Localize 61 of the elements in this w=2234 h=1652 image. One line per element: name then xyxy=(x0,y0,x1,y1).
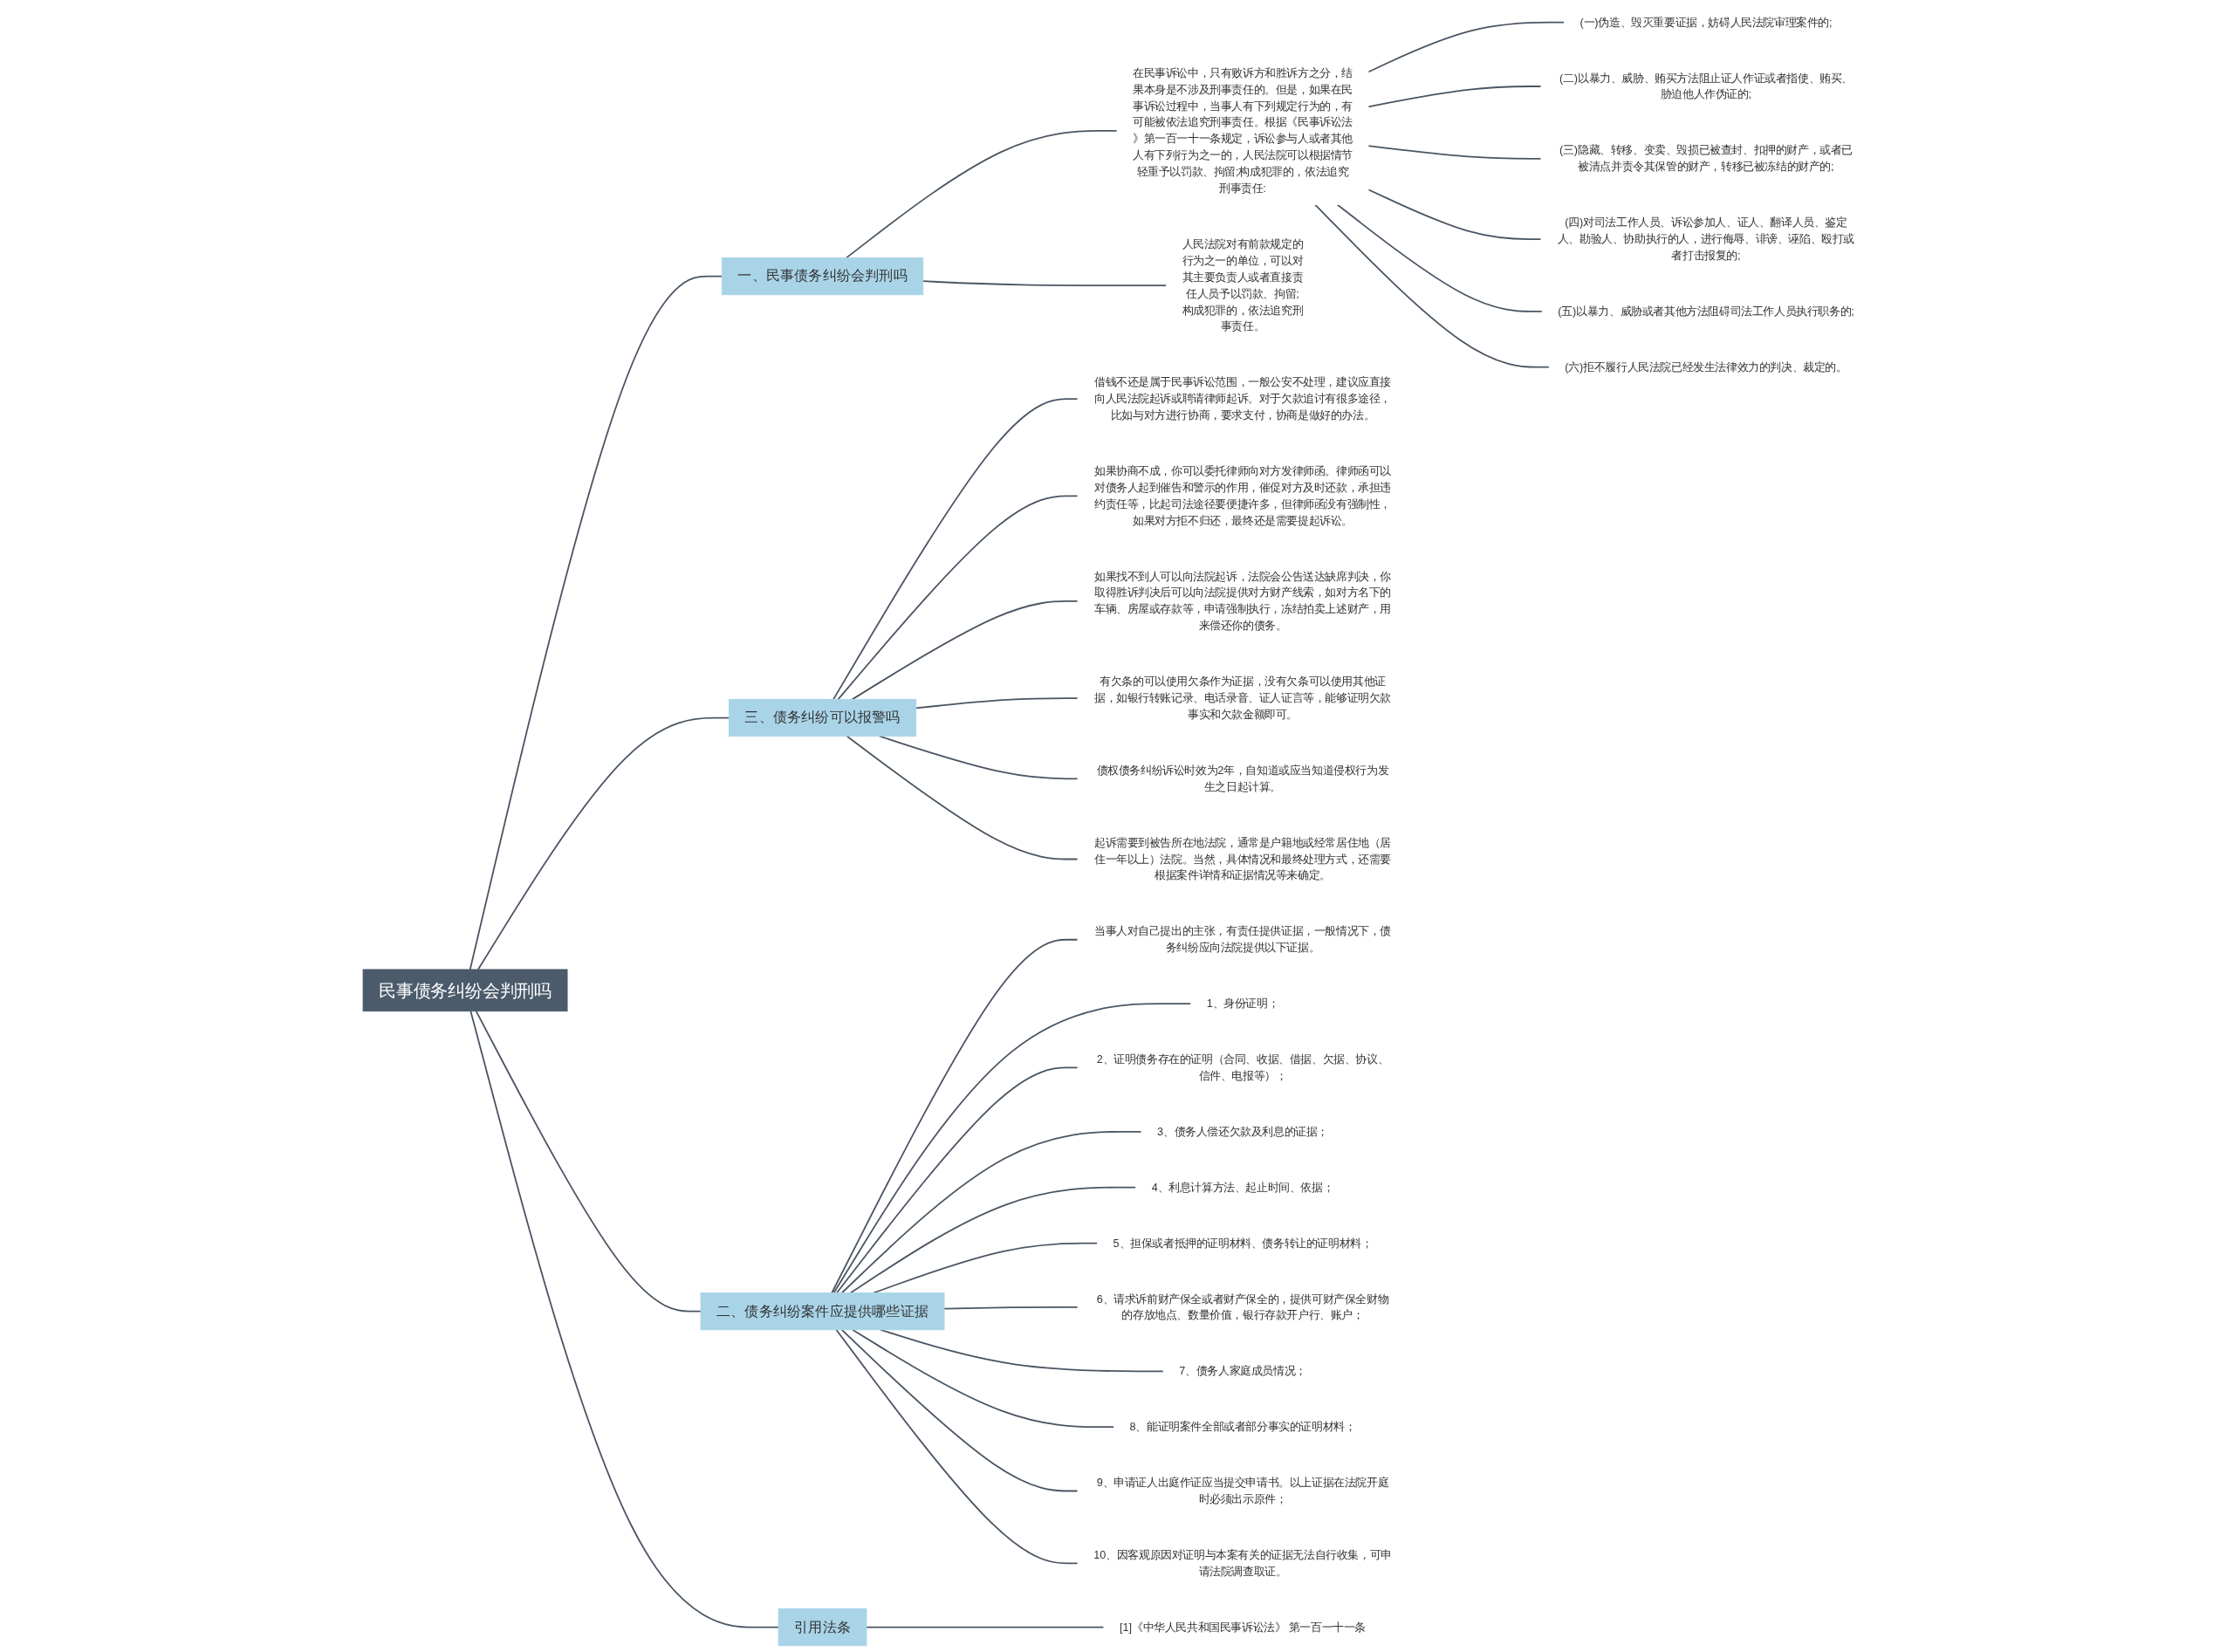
connector xyxy=(943,1306,1079,1310)
connector xyxy=(849,1186,1137,1294)
node-box: 民事债务纠纷会判刑吗 xyxy=(362,969,568,1012)
connector xyxy=(469,275,723,970)
node-text: (五)以暴力、威胁或者其他方法阻碍司法工作人员执行职务的; xyxy=(1558,305,1854,318)
connector xyxy=(833,398,1079,701)
connector xyxy=(1314,203,1551,368)
node-text: 8、能证明案件全部或者部分事实的证明材料； xyxy=(1129,1420,1356,1433)
node-text: 借钱不还是属于民事诉讼范围，一般公安不处理，建议应直接向人民法院起诉或聘请律师起诉。对于欠款追讨有很多途径，比如与对方进行协商，要求支付，协商是做好的办法。 xyxy=(1093,375,1392,422)
connector xyxy=(835,1328,1079,1565)
node-box: 一、民事债务纠纷会判刑吗 xyxy=(721,257,924,296)
connector xyxy=(469,1010,780,1628)
connector xyxy=(851,600,1079,701)
node-box: 二、债务纠纷案件应提供哪些证据 xyxy=(700,1292,945,1331)
connector xyxy=(1336,203,1544,312)
node-text: 如果协商不成，你可以委托律师向对方发律师函。律师函可以对债务人起到催告和警示的作用，催促对方及时还款，承担违约责任等，比起司法途径要便捷许多，但律师函没有强制性，如果对方拒不归还，最终还是需要提起诉讼。 xyxy=(1093,464,1392,527)
node-text: (六)拒不履行人民法院已经发生法律效力的判决、裁定的。 xyxy=(1565,360,1847,374)
connector xyxy=(880,1328,1165,1373)
connector xyxy=(866,1626,1105,1628)
node-text: 债权债务纠纷诉讼时效为2年，自知道或应当知道侵权行为发生之日起计算。 xyxy=(1096,764,1389,793)
connector xyxy=(922,280,1168,286)
connector xyxy=(873,1242,1099,1294)
node-text: 5、担保或者抵押的证明材料、债务转让的证明材料； xyxy=(1113,1236,1373,1250)
node-text: 6、请求诉前财产保全或者财产保全的，提供可财产保全财物的存放地点、数量价值，银行存款开户行、账户； xyxy=(1096,1292,1389,1322)
node-text: [1]《中华人民共和国民事诉讼法》 第一百一十一条 xyxy=(1119,1621,1367,1634)
node-box: 三、债务纠纷可以报警吗 xyxy=(729,698,917,737)
node-text: 3、债务人偿还欠款及利息的证据； xyxy=(1156,1125,1328,1138)
node-text: 当事人对自己提出的主张，有责任提供证据，一般情况下，债务纠纷应向法院提供以下证据。 xyxy=(1093,924,1392,954)
node-text: (三)隐藏、转移、变卖、毁损已被查封、扣押的财产，或者已被清点并责令其保管的财产，转移已被冻结的财产的; xyxy=(1559,143,1853,173)
connector xyxy=(852,1328,1115,1429)
node-text: 有欠条的可以使用欠条作为证据，没有欠条可以使用其他证据，如银行转账记录、电话录音、证人证言等，能够证明欠款事实和欠款金额即可。 xyxy=(1093,675,1392,721)
node-text: 4、利息计算方法、起止时间、依据； xyxy=(1151,1181,1334,1194)
node-text: 1、身份证明； xyxy=(1206,997,1279,1010)
connector xyxy=(846,129,1118,259)
node-text: 10、因客观原因对证明与本案有关的证据无法自行收集，可申请法院调查取证。 xyxy=(1093,1548,1392,1578)
node-text: 起诉需要到被告所在地法院，通常是户籍地或经常居住地（居住一年以上）法院。当然，具体情况和最终处理方式，还需要根据案件详情和证据情况等来确定。 xyxy=(1093,835,1392,882)
connector xyxy=(1367,21,1566,73)
node-text: 如果找不到人可以向法院起诉，法院会公告送达缺席判决，你取得胜诉判决后可以向法院提供对方财产线索，如对方名下的车辆、房屋或存款等，申请强制执行，冻结拍卖上述财产，用来偿还你的债务。 xyxy=(1093,569,1392,632)
node-text: 2、证明债务存在的证明（合同、收据、借据、欠据、协议、信件、电报等）； xyxy=(1096,1052,1389,1082)
connector xyxy=(840,1328,1079,1492)
connector xyxy=(1367,189,1542,240)
connector xyxy=(833,1003,1192,1294)
node-box: 引用法条 xyxy=(778,1608,867,1647)
node-text: 在民事诉讼中，只有败诉方和胜诉方之分，结果本身是不涉及刑事责任的。但是，如果在民事诉讼过程中，当事人有下列规定行为的，有可能被依法追究刑事责任。根据《民事诉讼法》第一百一十一条规定，诉讼参与人或者其他人有下列行为之一的，人民法院可以根据情节轻重予以罚款、拘留;构成犯罪的，依法追究刑事责任: xyxy=(1133,66,1353,195)
node-text: 9、申请证人出庭作证应当提交申请书。以上证据在法院开庭时必须出示原件； xyxy=(1096,1476,1389,1505)
node-text: (四)对司法工作人员、诉讼参加人、证人、翻译人员、鉴定人、勘验人、协助执行的人，进行侮辱、诽谤、诬陷、殴打或者打击报复的; xyxy=(1557,216,1855,262)
node-text: 人民法院对有前款规定的行为之一的单位，可以对其主要负责人或者直接责任人员予以罚款、拘留;构成犯罪的，依法追究刑事责任。 xyxy=(1182,237,1304,333)
node-text: (一)伪造、毁灭重要证据，妨碍人民法院审理案件的; xyxy=(1580,16,1833,29)
connector xyxy=(1367,86,1542,108)
connector xyxy=(837,495,1079,701)
connector xyxy=(1367,145,1542,160)
connector xyxy=(836,1066,1079,1294)
connector xyxy=(475,1010,702,1313)
connector xyxy=(476,716,730,970)
node-text: 7、债务人家庭成员情况； xyxy=(1179,1364,1306,1378)
connector xyxy=(840,1130,1142,1294)
connector xyxy=(831,938,1079,1294)
connector xyxy=(879,735,1079,780)
connector xyxy=(915,697,1079,709)
connector xyxy=(846,735,1079,860)
node-text: (二)以暴力、威胁、贿买方法阻止证人作证或者指使、贿买、胁迫他人作伪证的; xyxy=(1559,71,1853,101)
